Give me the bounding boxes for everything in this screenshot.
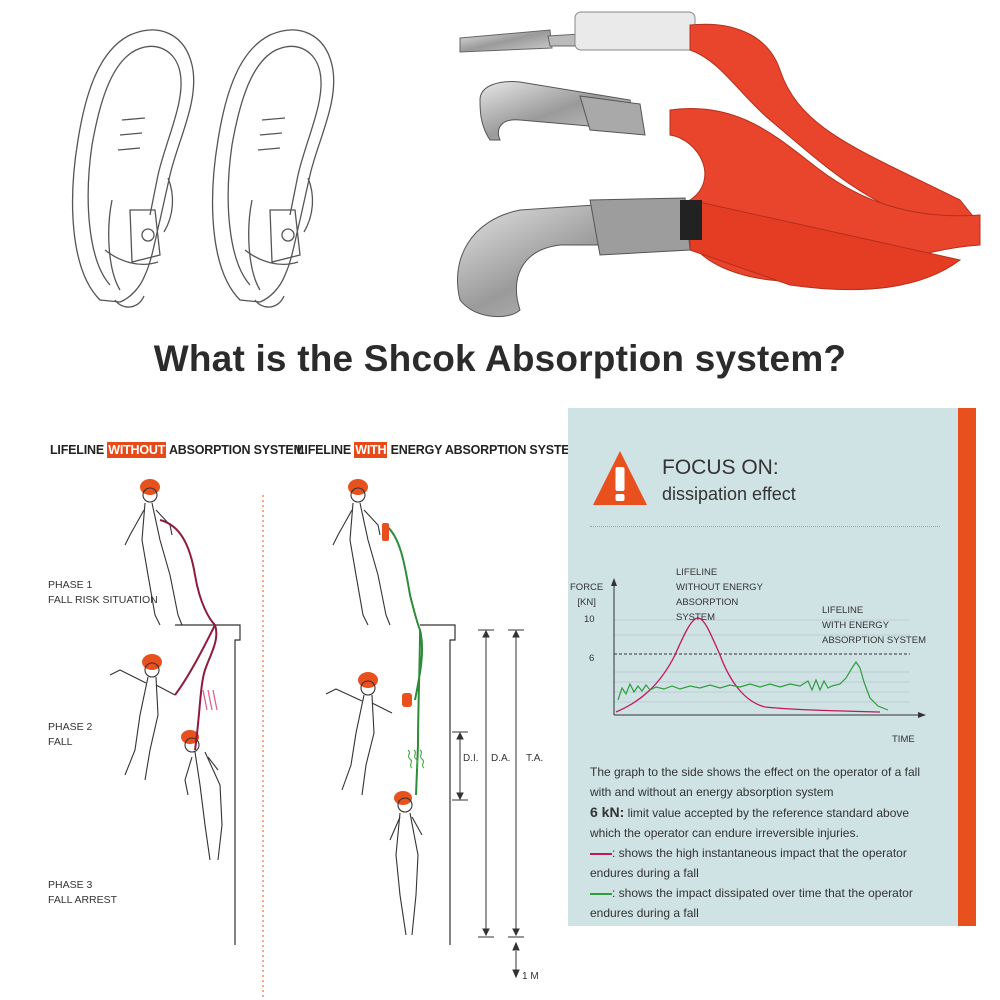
lifeline-without-absorber (159, 519, 218, 751)
description-intro: The graph to the side shows the effect o… (590, 765, 920, 799)
focus-description: The graph to the side shows the effect o… (590, 762, 940, 923)
description-red: : shows the high instantaneous impact th… (590, 846, 907, 880)
carabiner-drawing-2 (211, 29, 335, 308)
x-axis-label: TIME (892, 734, 915, 745)
ledge-right (420, 624, 456, 945)
label-with-energy-absorption: LIFELINE WITH ENERGY ABSORPTION SYSTEM (822, 605, 926, 646)
carabiner-drawing-1 (71, 29, 195, 308)
worker-figure-phase2-right (325, 672, 393, 796)
ta-label: T.A. (526, 753, 544, 764)
label-without-energy-absorption: LIFELINE WITHOUT ENERGY ABSORPTION SYSTE… (676, 567, 763, 623)
description-green: : shows the impact dissipated over time … (590, 886, 913, 920)
da-label: D.A. (491, 753, 511, 764)
red-line-swatch (590, 852, 612, 855)
page-title: What is the Shcok Absorption system? (153, 338, 847, 379)
absorber-pack-phase1 (382, 523, 389, 541)
y-axis-label: FORCE[KN] (570, 582, 604, 608)
focus-subtitle: dissipation effect (662, 484, 796, 504)
bottom-scaffold-hook (457, 197, 702, 318)
one-meter-label: 1 M (522, 971, 539, 982)
focus-title: FOCUS ON: (662, 456, 779, 479)
curve-with-absorption (617, 660, 889, 711)
heading-with-absorption: LIFELINE WITH ENERGY ABSORPTION SYSTEM (297, 442, 580, 458)
heading-without-absorption: LIFELINE WITHOUT ABSORPTION SYSTEM (50, 442, 304, 458)
energy-absorber-pack (574, 11, 696, 51)
lanyard-product-photo (457, 11, 981, 318)
focus-divider (590, 526, 940, 527)
six-kn-bold: 6 kN: (590, 804, 625, 820)
heading-with-highlight: WITH (354, 442, 388, 458)
description-6kn: 6 kN: limit value accepted by the refere… (590, 804, 910, 840)
worker-figure-phase3-right (389, 791, 423, 936)
middle-scaffold-hook (479, 81, 646, 141)
worker-figure-phase3-left (181, 730, 223, 861)
heading-without-highlight: WITHOUT (107, 442, 167, 458)
ledge-left (175, 624, 241, 945)
dissipation-graph (611, 578, 926, 718)
carabiner-line-drawings (71, 29, 335, 308)
lifeline-with-absorber (384, 524, 424, 796)
di-label: D.I. (463, 753, 479, 764)
y-tick-6: 6 (589, 653, 595, 664)
y-tick-10: 10 (584, 614, 595, 625)
fall-diagram (109, 479, 524, 1000)
absorber-pack-phase2 (402, 693, 412, 707)
green-line-swatch (590, 892, 612, 895)
small-snap-hook (459, 29, 581, 53)
focus-panel-accent-bar (958, 408, 976, 926)
curve-without-absorption (615, 617, 881, 713)
worker-figure-phase1-left (124, 479, 183, 626)
warning-icon (593, 451, 647, 505)
worker-figure-phase2-left (109, 654, 176, 781)
worker-figure-phase1-right (332, 479, 391, 626)
